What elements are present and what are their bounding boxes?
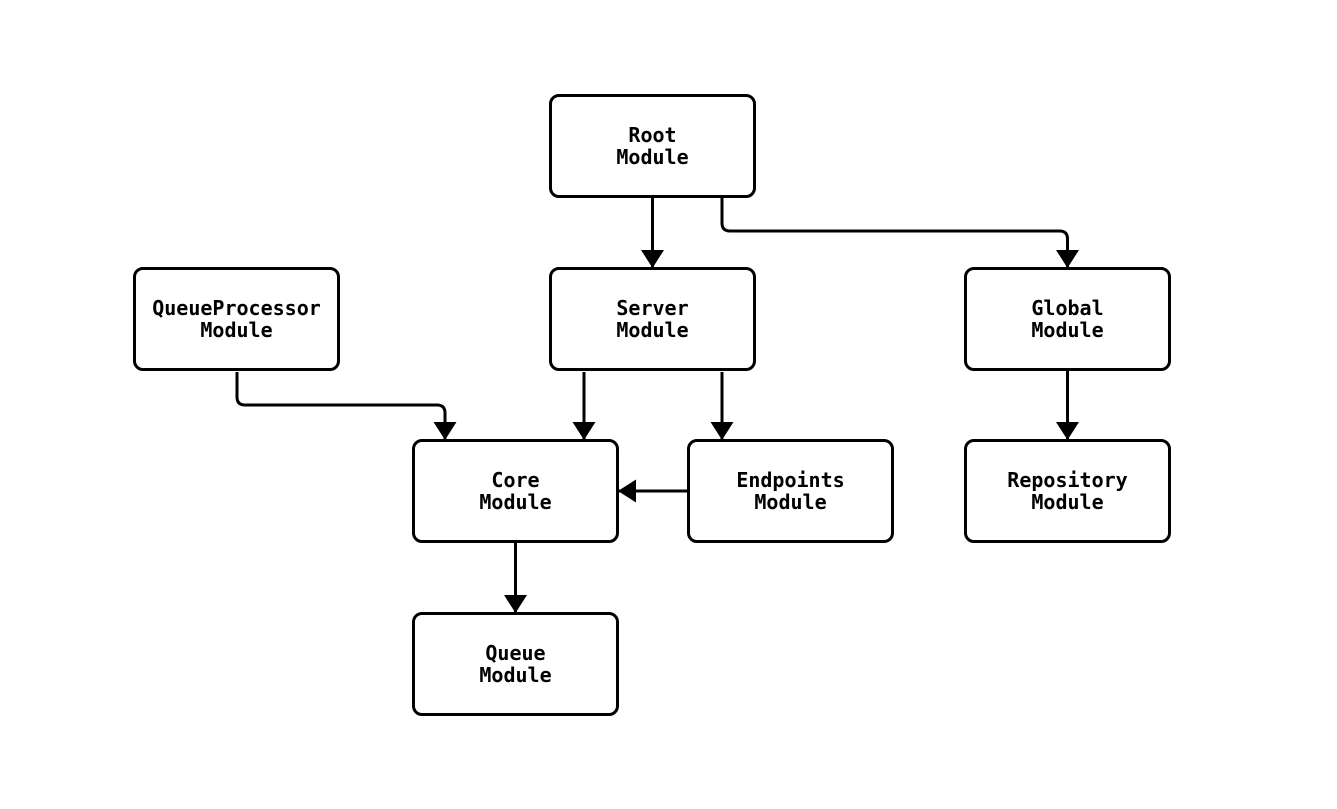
- node-label-line: Module: [200, 318, 273, 342]
- node-core-module: Core Module: [412, 439, 619, 543]
- node-queueprocessor-module: QueueProcessor Module: [133, 267, 340, 371]
- node-label-line: Core: [491, 468, 540, 492]
- node-label-line: Module: [616, 145, 689, 169]
- node-label-line: Module: [754, 490, 827, 514]
- node-label-line: Global: [1031, 296, 1104, 320]
- node-queue-module: Queue Module: [412, 612, 619, 716]
- edge-root-to-global: [720, 198, 1079, 268]
- node-label-line: Repository: [1007, 468, 1128, 492]
- node-label-line: Module: [1031, 490, 1104, 514]
- node-label-line: Module: [616, 318, 689, 342]
- node-global-module: Global Module: [964, 267, 1171, 371]
- node-label-line: QueueProcessor: [152, 296, 321, 320]
- node-label-line: Module: [479, 490, 552, 514]
- node-label-line: Queue: [485, 641, 546, 665]
- node-endpoints-module: Endpoints Module: [687, 439, 894, 543]
- node-server-module: Server Module: [549, 267, 756, 371]
- node-label-line: Root: [628, 123, 677, 147]
- node-label-line: Module: [1031, 318, 1104, 342]
- node-root-module: Root Module: [549, 94, 756, 198]
- node-label-line: Module: [479, 663, 552, 687]
- node-label-line: Server: [616, 296, 689, 320]
- node-repository-module: Repository Module: [964, 439, 1171, 543]
- node-label-line: Endpoints: [736, 468, 845, 492]
- edge-queueprocessor-to-core: [235, 372, 457, 440]
